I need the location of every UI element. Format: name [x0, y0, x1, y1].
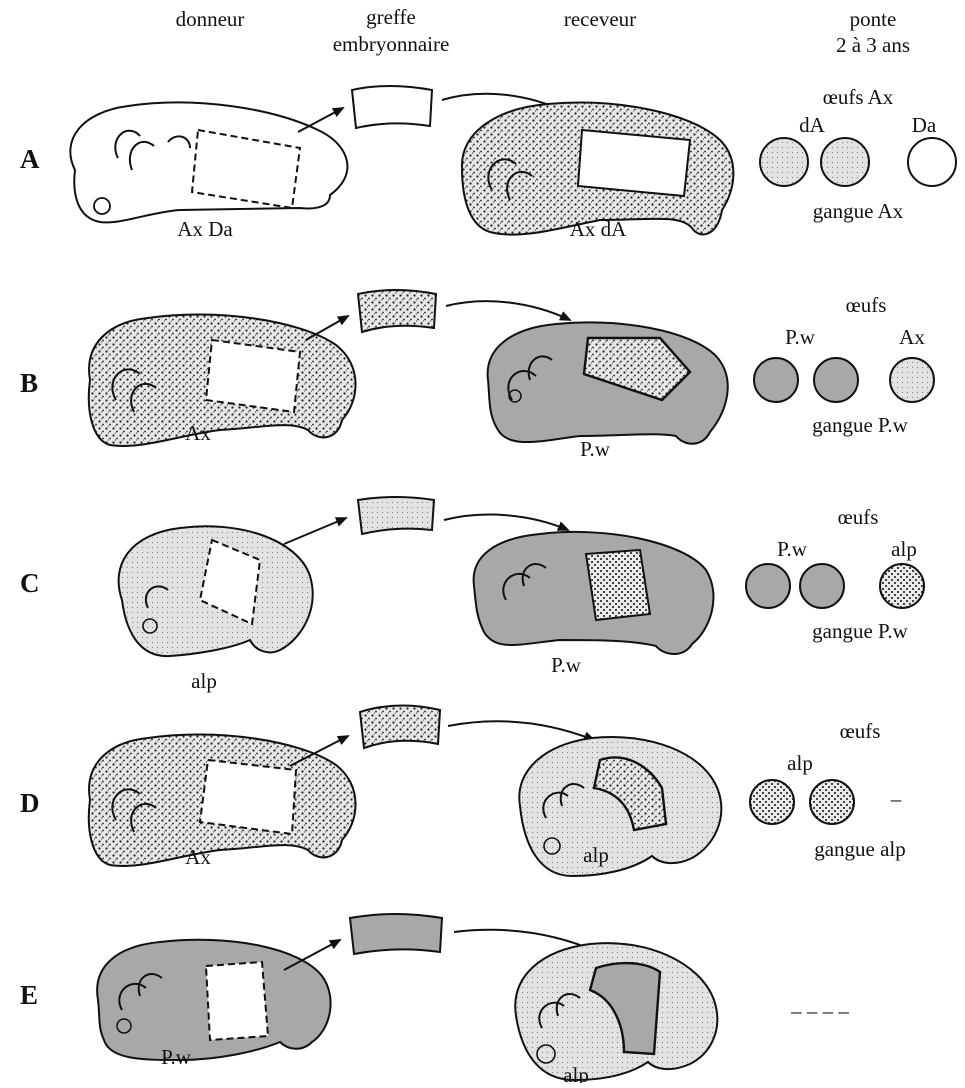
egg-a-2 [821, 138, 869, 186]
egg-c-1 [746, 564, 790, 608]
jelly-label-d: gangue alp [814, 837, 906, 861]
donor-label-e: P.w [161, 1045, 192, 1069]
egg-b-1 [754, 358, 798, 402]
row-b: B Ax P.w œufs P.w Ax gangue P.w [20, 290, 934, 461]
header-recipient: receveur [564, 7, 636, 31]
recipient-graft-a [578, 130, 690, 196]
eggs-right-label-a: Da [912, 113, 937, 137]
jelly-label-b: gangue P.w [812, 413, 908, 437]
donor-label-c: alp [191, 669, 217, 693]
egg-c-2 [800, 564, 844, 608]
graft-b [358, 290, 436, 332]
eggs-left-label-c: P.w [777, 537, 808, 561]
donor-excision-e [206, 962, 268, 1040]
graft-c [358, 497, 434, 534]
donor-label-d: Ax [185, 845, 211, 869]
header-laying-line2: 2 à 3 ans [836, 33, 910, 57]
donor-label-b: Ax [185, 421, 211, 445]
header-donor: donneur [176, 7, 245, 31]
graft-d [360, 705, 440, 748]
row-letter-a: A [20, 144, 40, 174]
header-graft-line1: greffe [366, 5, 416, 29]
row-letter-b: B [20, 368, 38, 398]
row-e: E P.w alp – – – – [20, 914, 849, 1083]
dash-label-e: – – – – [790, 999, 849, 1023]
egg-b-2 [814, 358, 858, 402]
eggs-title-c: œufs [838, 505, 879, 529]
eggs-title-a: œufs Ax [823, 85, 894, 109]
row-letter-e: E [20, 980, 38, 1010]
donor-embryo-a [70, 102, 347, 222]
header-graft-line2: embryonnaire [333, 32, 450, 56]
row-d: D Ax alp œufs alp – gangue alp [20, 705, 906, 876]
egg-c-3 [880, 564, 924, 608]
graft-a [352, 86, 432, 128]
egg-a-3 [908, 138, 956, 186]
graft-e [350, 914, 442, 954]
eggs-left-label-a: dA [799, 113, 826, 137]
jelly-label-a: gangue Ax [813, 199, 904, 223]
egg-a-1 [760, 138, 808, 186]
row-letter-d: D [20, 788, 40, 818]
recipient-label-a: Ax dA [570, 217, 627, 241]
jelly-label-c: gangue P.w [812, 619, 908, 643]
recipient-label-b: P.w [580, 437, 611, 461]
eggs-right-label-c: alp [891, 537, 917, 561]
dash-label-d: – [890, 787, 902, 811]
eggs-left-label-b: P.w [785, 325, 816, 349]
eggs-right-label-b: Ax [899, 325, 925, 349]
row-c: C alp P.w œufs P.w alp gangue P.w [20, 497, 924, 693]
donor-excision-b [206, 340, 300, 412]
egg-d-1 [750, 780, 794, 824]
donor-excision-d [200, 760, 296, 834]
eggs-left-label-d: alp [787, 751, 813, 775]
donor-label-a: Ax Da [177, 217, 233, 241]
egg-d-2 [810, 780, 854, 824]
recipient-graft-c [586, 550, 650, 620]
recipient-label-e: alp [563, 1063, 589, 1083]
recipient-label-c: P.w [551, 653, 582, 677]
egg-b-3 [890, 358, 934, 402]
recipient-label-d: alp [583, 843, 609, 867]
eggs-title-d: œufs [840, 719, 881, 743]
header-laying-line1: ponte [850, 7, 897, 31]
eggs-title-b: œufs [846, 293, 887, 317]
row-letter-c: C [20, 568, 40, 598]
row-a: A Ax Da Ax dA œufs Ax dA Da gangue Ax [20, 85, 956, 241]
